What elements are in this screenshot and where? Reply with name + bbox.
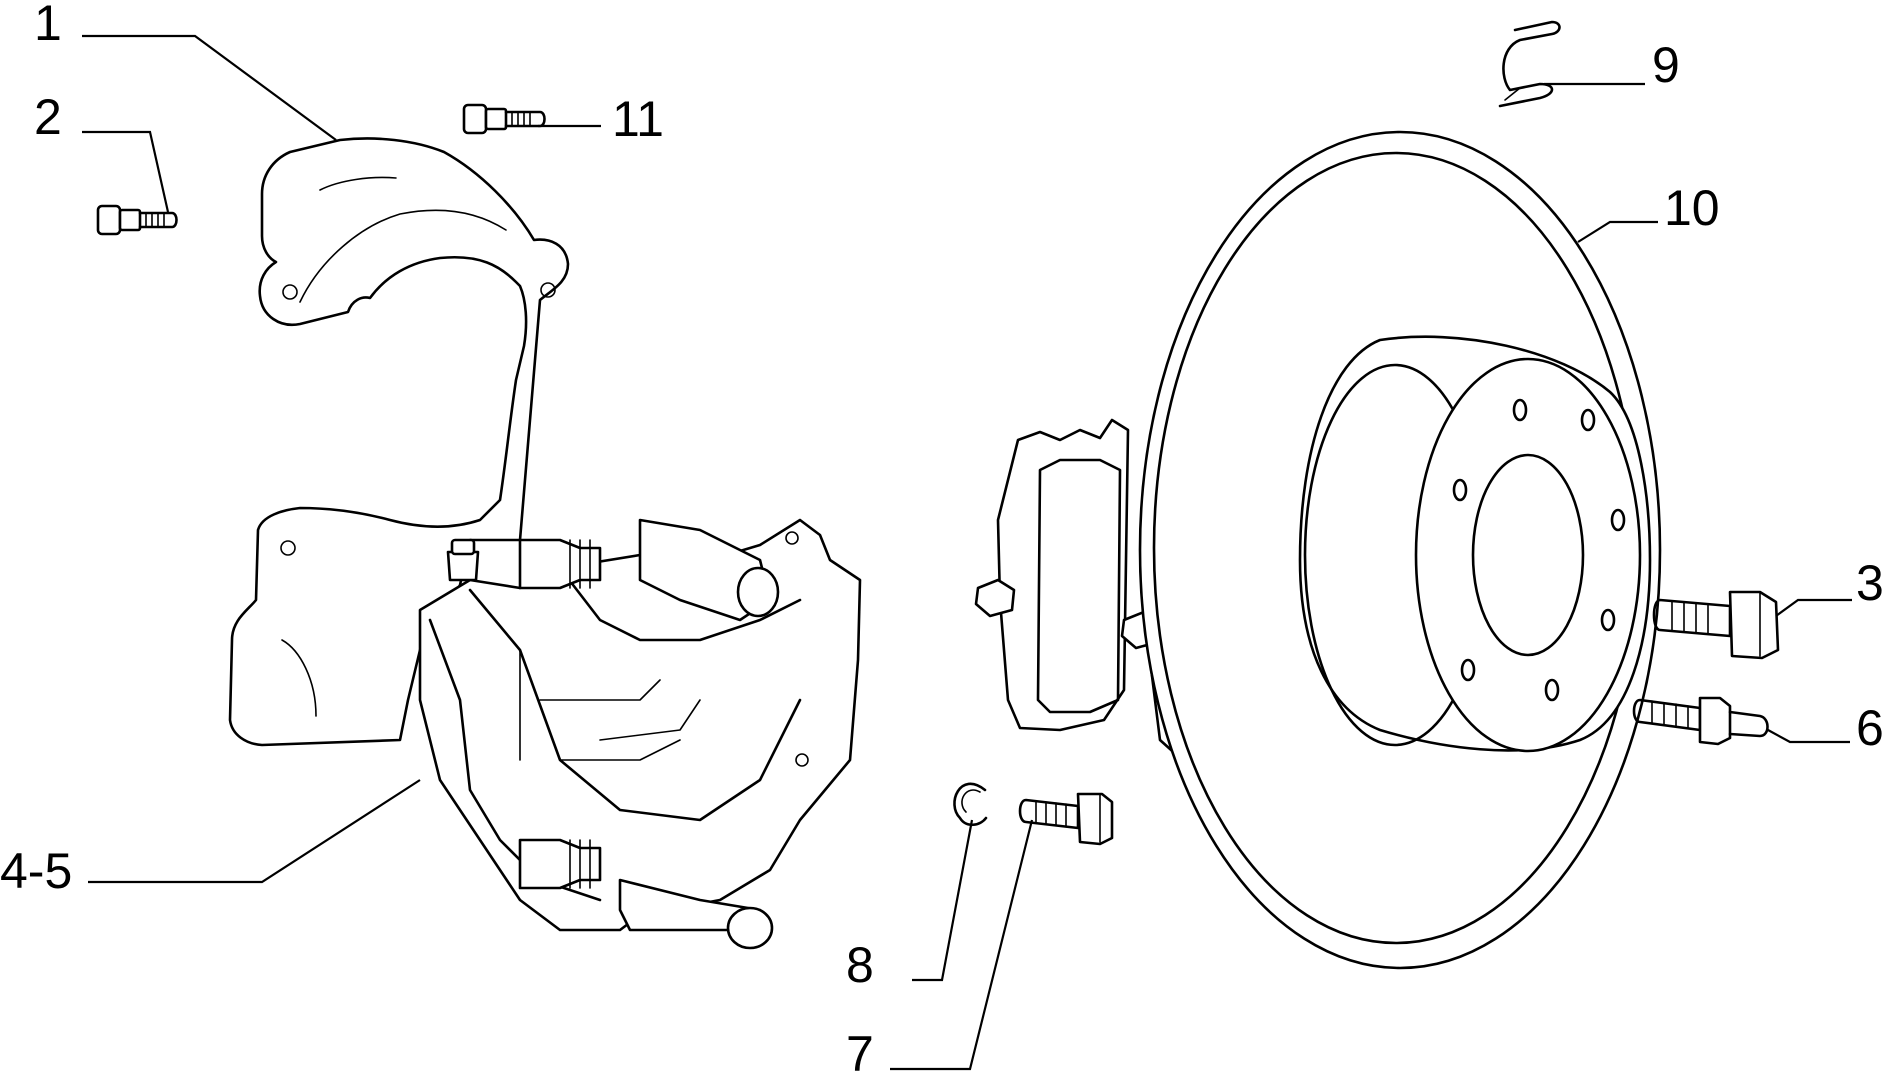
callout-11: 11	[612, 91, 664, 147]
callout-9: 9	[1652, 37, 1680, 93]
brake-disc-part-10[interactable]	[1138, 130, 1662, 970]
hex-bolt-part-3[interactable]	[1652, 590, 1780, 660]
spring-clip-part-9[interactable]	[1498, 20, 1561, 108]
brake-pad-inner[interactable]	[974, 418, 1130, 732]
stud-part-6[interactable]	[1632, 696, 1769, 746]
leader-lines	[82, 34, 1852, 1071]
callout-4-5: 4-5	[0, 843, 72, 899]
circlip-part-8[interactable]	[953, 782, 988, 827]
callout-2: 2	[34, 89, 62, 145]
bolt-part-7[interactable]	[1018, 792, 1114, 846]
callout-1: 1	[34, 0, 62, 51]
callout-3: 3	[1856, 555, 1884, 611]
brake-caliper-part-4-5[interactable]	[418, 518, 862, 950]
callout-8: 8	[846, 937, 874, 993]
callout-6: 6	[1856, 700, 1884, 756]
splash-shield-part-1[interactable]	[228, 137, 570, 747]
bolt-part-2[interactable]	[96, 204, 178, 236]
bolt-part-11[interactable]	[462, 103, 546, 135]
callout-10: 10	[1664, 180, 1720, 236]
callout-7: 7	[846, 1026, 874, 1074]
